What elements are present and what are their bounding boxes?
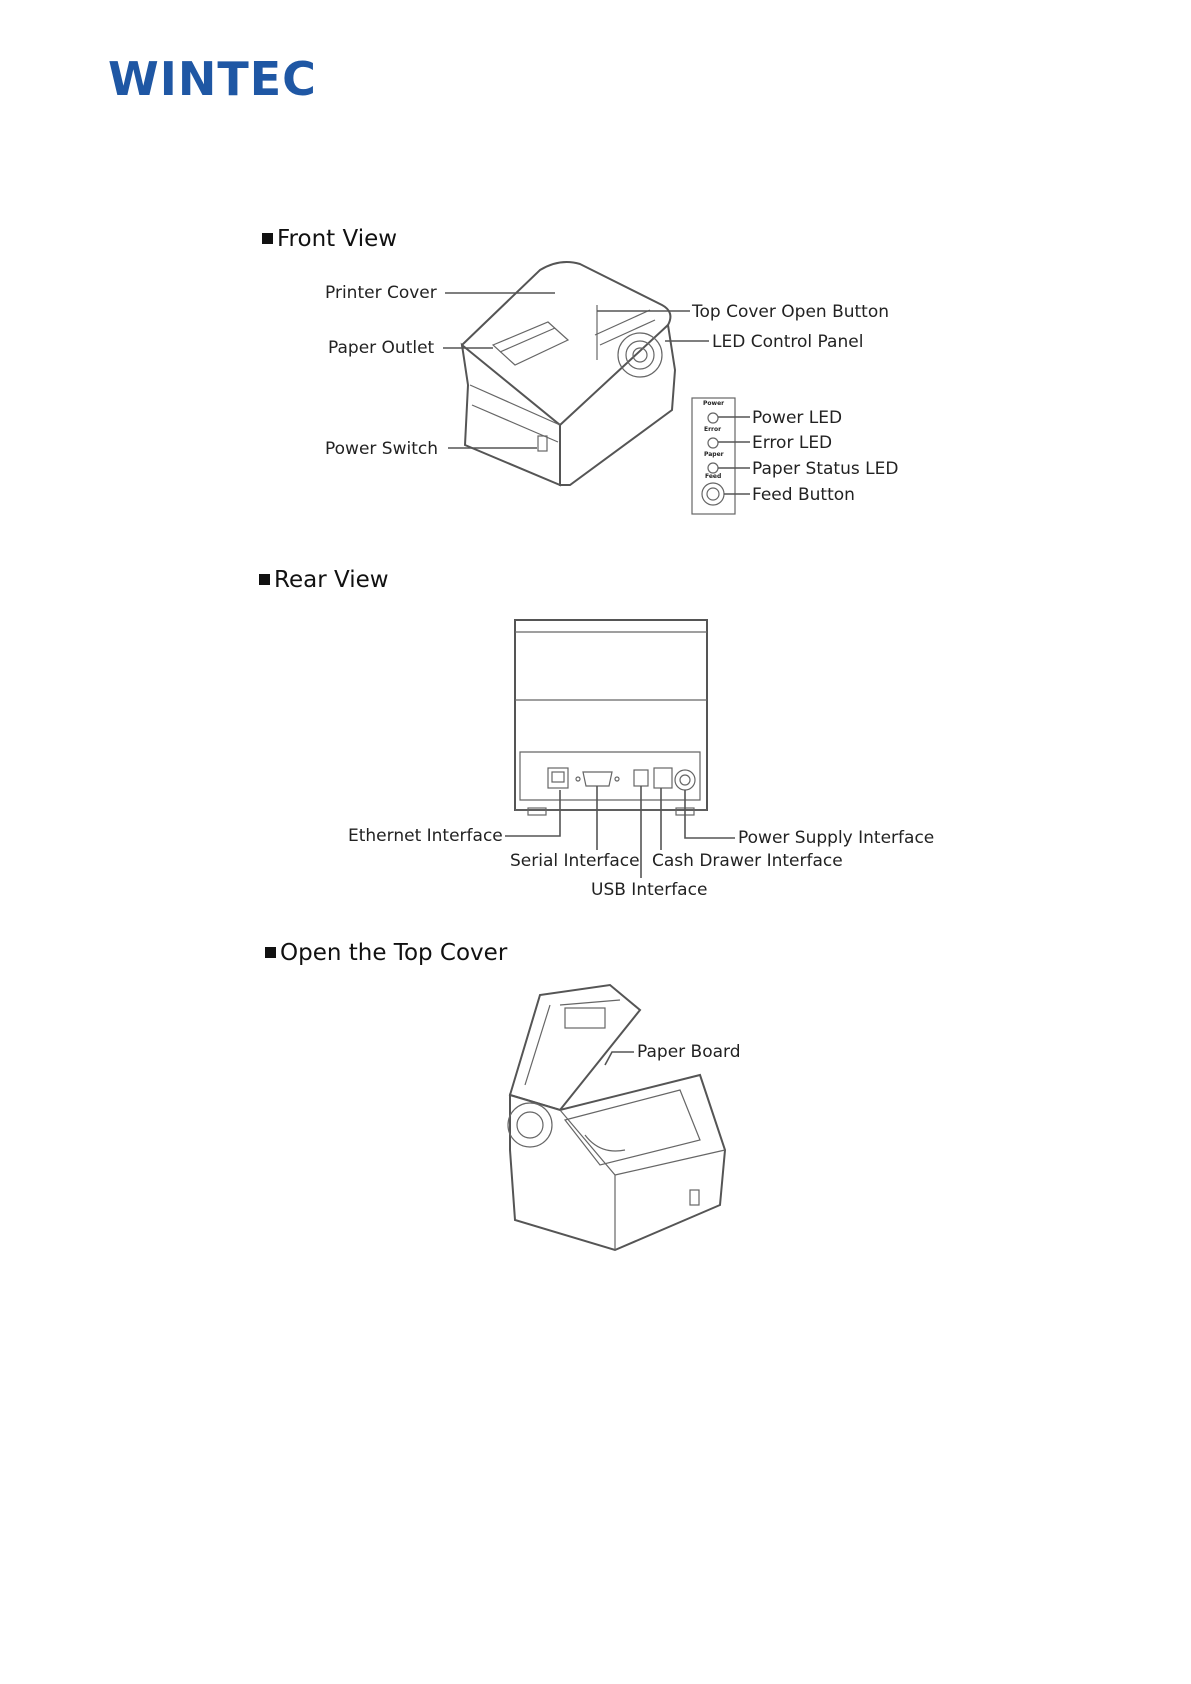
- feed-button-icon: [702, 483, 724, 505]
- label-ethernet-interface: Ethernet Interface: [348, 826, 503, 846]
- label-paper-outlet: Paper Outlet: [328, 338, 435, 358]
- power-led-icon: [708, 413, 718, 423]
- label-paper-status-led: Paper Status LED: [752, 459, 898, 479]
- error-led-icon: [708, 438, 718, 448]
- label-power-switch: Power Switch: [325, 439, 438, 459]
- open-cover-printer-drawing: [508, 985, 725, 1250]
- panel-label-power: Power: [703, 400, 724, 407]
- led-panel-inset: Power Error Paper Feed: [692, 398, 735, 514]
- label-top-cover-open-button: Top Cover Open Button: [691, 302, 889, 322]
- panel-label-feed: Feed: [705, 473, 721, 480]
- front-view-printer-drawing: [462, 262, 675, 485]
- paper-led-icon: [708, 463, 718, 473]
- label-usb-interface: USB Interface: [591, 880, 707, 900]
- panel-label-paper: Paper: [704, 451, 724, 458]
- label-feed-button: Feed Button: [752, 485, 855, 505]
- label-serial-interface: Serial Interface: [510, 851, 640, 871]
- panel-label-error: Error: [704, 426, 721, 433]
- label-error-led: Error LED: [752, 433, 832, 453]
- label-power-led: Power LED: [752, 408, 842, 428]
- label-power-supply-interface: Power Supply Interface: [738, 828, 934, 848]
- label-paper-board: Paper Board: [637, 1042, 741, 1062]
- label-led-control-panel: LED Control Panel: [712, 332, 863, 352]
- label-printer-cover: Printer Cover: [325, 283, 437, 303]
- label-cash-drawer-interface: Cash Drawer Interface: [652, 851, 843, 871]
- rear-view-printer-drawing: [515, 620, 707, 815]
